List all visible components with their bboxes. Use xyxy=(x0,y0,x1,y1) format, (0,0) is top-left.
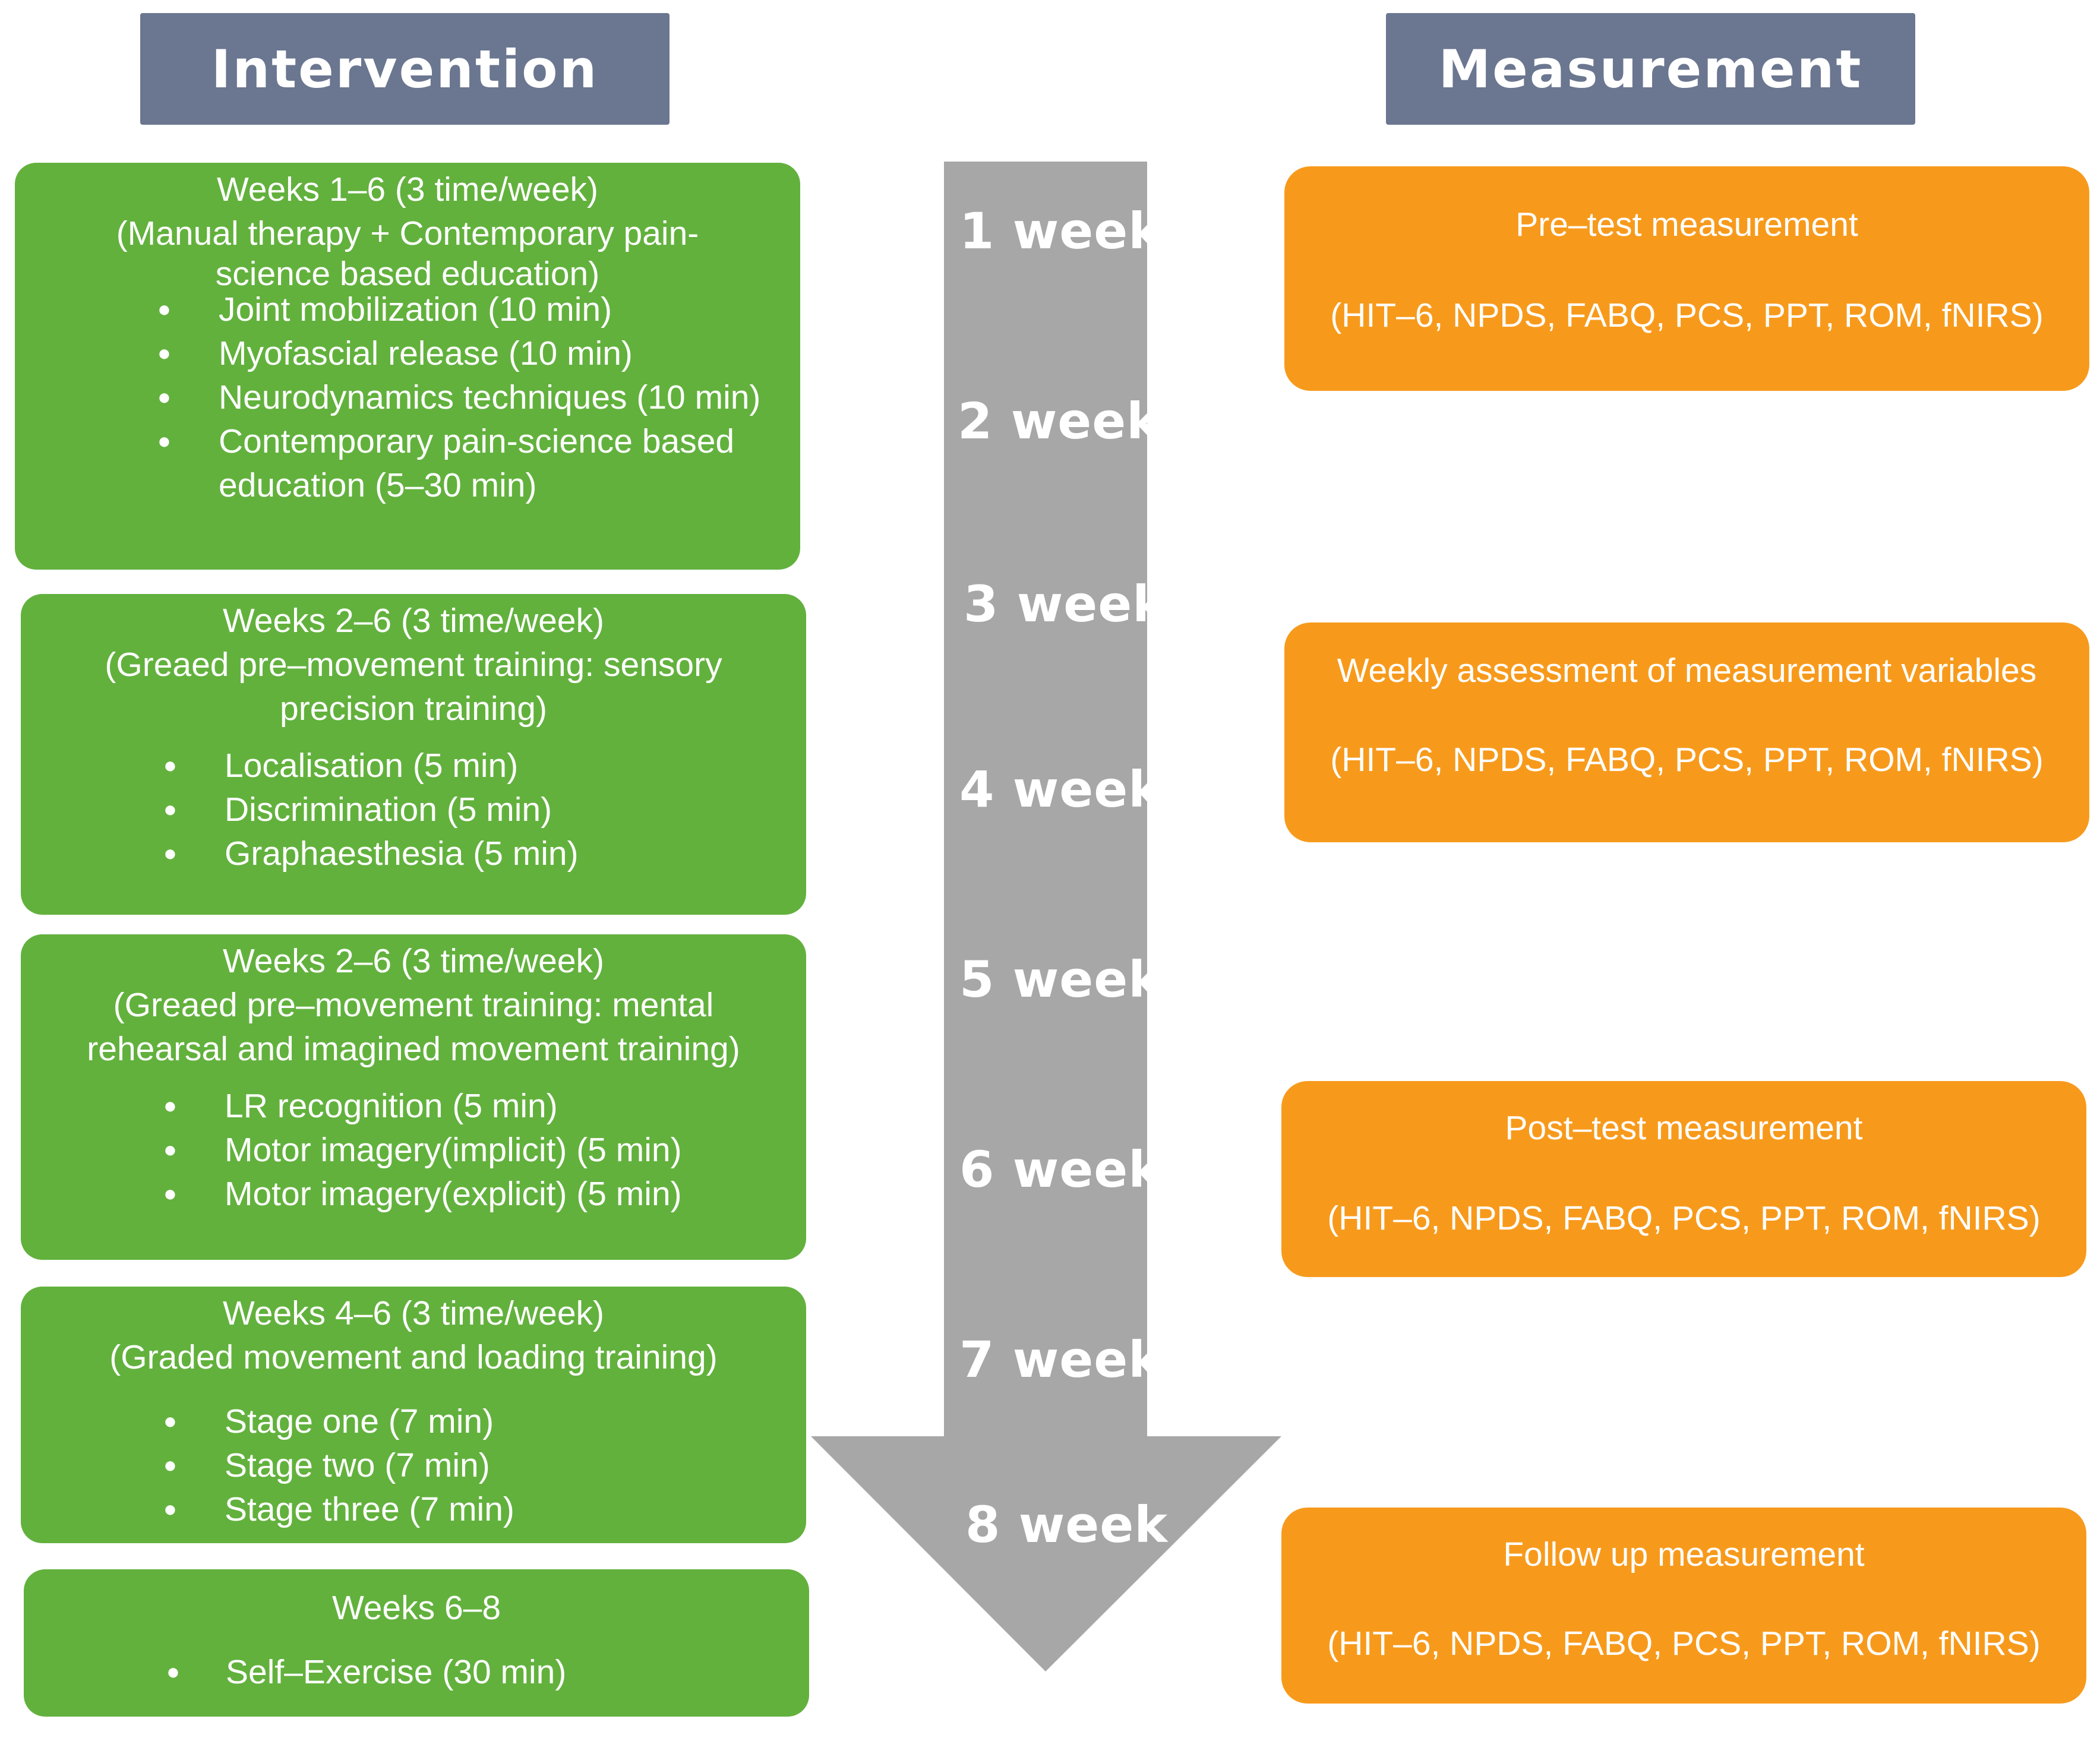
list-item: Contemporary pain-science based educatio… xyxy=(15,419,800,507)
item-list: Localisation (5 min) Discrimination (5 m… xyxy=(21,744,806,876)
list-item: Stage one (7 min) xyxy=(21,1399,806,1443)
measurement-variables: (HIT–6, NPDS, FABQ, PCS, PPT, ROM, fNIRS… xyxy=(1330,741,2044,779)
measurement-header: Measurement xyxy=(1386,13,1915,125)
measurement-title: Pre–test measurement xyxy=(1515,206,1858,244)
item-list: Self–Exercise (30 min) xyxy=(24,1650,809,1694)
box-subtitle: (Manual therapy + Contemporary pain- xyxy=(116,214,699,252)
week-label-1: 1 week xyxy=(959,202,1163,260)
box-subtitle: precision training) xyxy=(280,690,547,728)
box-subtitle: (Greaed pre–movement training: sensory xyxy=(105,646,722,684)
list-item: Motor imagery(explicit) (5 min) xyxy=(21,1172,806,1216)
box-subtitle: (Greaed pre–movement training: mental xyxy=(113,986,714,1024)
measurement-box-weekly: Weekly assessment of measurement variabl… xyxy=(1284,622,2089,842)
intervention-header: Intervention xyxy=(140,13,670,125)
list-item: Localisation (5 min) xyxy=(21,744,806,788)
box-title: Weeks 6–8 xyxy=(331,1589,501,1627)
intervention-box-5: Weeks 6–8 Self–Exercise (30 min) xyxy=(24,1569,809,1717)
list-item: Graphaesthesia (5 min) xyxy=(21,832,806,876)
week-label-6: 6 week xyxy=(959,1140,1163,1199)
box-title: Weeks 1–6 (3 time/week) xyxy=(216,170,599,208)
intervention-box-4: Weeks 4–6 (3 time/week) (Graded movement… xyxy=(21,1287,806,1543)
box-title: Weeks 2–6 (3 time/week) xyxy=(222,602,605,640)
list-item: Myofascial release (10 min) xyxy=(15,331,800,375)
measurement-variables: (HIT–6, NPDS, FABQ, PCS, PPT, ROM, fNIRS… xyxy=(1327,1625,2041,1663)
item-list: Stage one (7 min) Stage two (7 min) Stag… xyxy=(21,1399,806,1531)
measurement-box-posttest: Post–test measurement (HIT–6, NPDS, FABQ… xyxy=(1281,1081,2086,1277)
list-item: Discrimination (5 min) xyxy=(21,788,806,832)
box-subtitle: (Graded movement and loading training) xyxy=(109,1338,718,1376)
week-label-4: 4 week xyxy=(959,760,1163,819)
box-title: Weeks 2–6 (3 time/week) xyxy=(222,942,605,980)
measurement-variables: (HIT–6, NPDS, FABQ, PCS, PPT, ROM, fNIRS… xyxy=(1330,296,2044,334)
measurement-box-followup: Follow up measurement (HIT–6, NPDS, FABQ… xyxy=(1281,1508,2086,1704)
list-item: LR recognition (5 min) xyxy=(21,1084,806,1128)
list-item: Stage three (7 min) xyxy=(21,1487,806,1531)
measurement-variables: (HIT–6, NPDS, FABQ, PCS, PPT, ROM, fNIRS… xyxy=(1327,1199,2041,1237)
box-subtitle: rehearsal and imagined movement training… xyxy=(87,1030,740,1068)
list-item: Neurodynamics techniques (10 min) xyxy=(15,375,800,419)
week-label-8: 8 week xyxy=(965,1496,1169,1554)
measurement-box-pretest: Pre–test measurement (HIT–6, NPDS, FABQ,… xyxy=(1284,166,2089,391)
timeline-arrow xyxy=(811,162,1281,1671)
intervention-box-1: Weeks 1–6 (3 time/week) (Manual therapy … xyxy=(15,163,800,570)
list-item: Motor imagery(implicit) (5 min) xyxy=(21,1128,806,1172)
measurement-title: Weekly assessment of measurement variabl… xyxy=(1337,652,2037,690)
item-list: LR recognition (5 min) Motor imagery(imp… xyxy=(21,1084,806,1216)
week-label-2: 2 week xyxy=(958,392,1161,450)
list-item: Joint mobilization (10 min) xyxy=(15,287,800,331)
list-item: Stage two (7 min) xyxy=(21,1443,806,1487)
measurement-title: Follow up measurement xyxy=(1503,1535,1865,1573)
timeline-arrow-shape xyxy=(811,162,1281,1671)
intervention-box-2: Weeks 2–6 (3 time/week) (Greaed pre–move… xyxy=(21,594,806,915)
item-list: Joint mobilization (10 min) Myofascial r… xyxy=(15,287,800,507)
box-subtitle: science based education) xyxy=(215,255,600,293)
week-label-7: 7 week xyxy=(959,1331,1163,1389)
week-label-3: 3 week xyxy=(964,575,1167,633)
measurement-title: Post–test measurement xyxy=(1505,1109,1863,1147)
box-title: Weeks 4–6 (3 time/week) xyxy=(222,1294,605,1332)
week-label-5: 5 week xyxy=(959,950,1163,1009)
intervention-box-3: Weeks 2–6 (3 time/week) (Greaed pre–move… xyxy=(21,934,806,1260)
list-item: Self–Exercise (30 min) xyxy=(24,1650,809,1694)
